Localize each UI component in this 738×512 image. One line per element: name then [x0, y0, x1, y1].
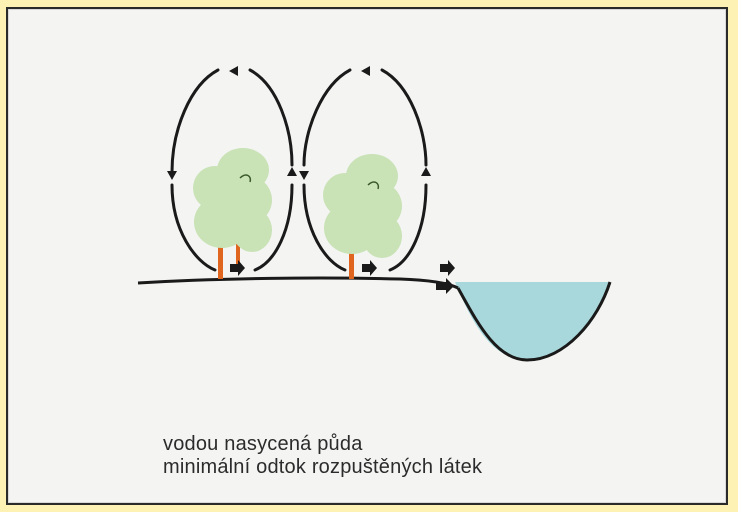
tree-icon [323, 154, 402, 279]
ground-line [138, 278, 458, 288]
tree-icon [193, 148, 272, 279]
caption-line-1: vodou nasycená půda [163, 433, 482, 456]
caption-line-2: minimální odtok rozpuštěných látek [163, 456, 482, 479]
diagram-caption: vodou nasycená půda minimální odtok rozp… [163, 433, 482, 479]
